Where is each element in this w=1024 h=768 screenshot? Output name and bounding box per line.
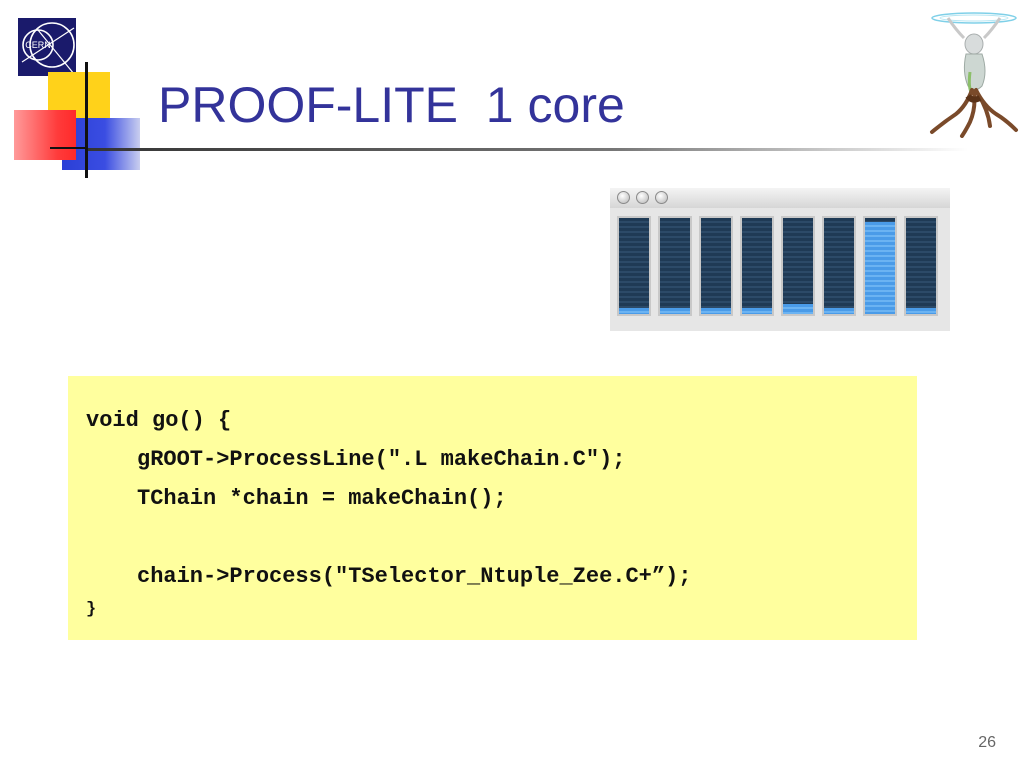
core-meter-fill [783, 304, 813, 314]
core-meter-track [619, 218, 649, 314]
core-meter-track [742, 218, 772, 314]
code-line: } [86, 600, 97, 619]
cern-logo-text: CERN [25, 40, 51, 50]
decorative-horizontal-line [50, 147, 86, 149]
core-monitor-window [610, 188, 950, 331]
title-underline [88, 148, 968, 151]
core-meter-track [701, 218, 731, 314]
core-meter-fill [619, 308, 649, 314]
code-line: void go() { [86, 408, 232, 433]
core-meter [617, 216, 651, 316]
core-meter-fill [701, 308, 731, 314]
decorative-vertical-line [85, 62, 88, 178]
page-number: 26 [978, 734, 996, 751]
core-meter-track [906, 218, 936, 314]
core-meter-track [783, 218, 813, 314]
core-meter-track [660, 218, 690, 314]
core-meter-fill [865, 221, 895, 314]
code-line: chain->Process("TSelector_Ntuple_Zee.C+”… [137, 564, 692, 589]
window-minimize-icon[interactable] [636, 191, 649, 204]
core-meters [617, 216, 943, 316]
window-titlebar [610, 188, 950, 208]
core-meter [781, 216, 815, 316]
core-meter-track [865, 218, 895, 314]
core-meter [863, 216, 897, 316]
core-meter-fill [660, 308, 690, 314]
proof-mascot-icon [930, 12, 1018, 138]
core-meter [658, 216, 692, 316]
code-line: TChain *chain = makeChain(); [137, 486, 507, 511]
window-close-icon[interactable] [617, 191, 630, 204]
core-meter [822, 216, 856, 316]
core-meter-fill [742, 308, 772, 314]
window-zoom-icon[interactable] [655, 191, 668, 204]
core-meter [699, 216, 733, 316]
cern-logo: CERN [18, 18, 76, 76]
cern-logo-rings [21, 22, 75, 75]
decorative-red-square [14, 110, 76, 160]
code-line: gROOT->ProcessLine(".L makeChain.C"); [137, 447, 626, 472]
code-box: void go() { gROOT->ProcessLine(".L makeC… [68, 376, 917, 640]
core-meter-track [824, 218, 854, 314]
slide-title: PROOF-LITE 1 core [158, 77, 625, 133]
core-meter-fill [824, 308, 854, 314]
core-meter [904, 216, 938, 316]
core-meter [740, 216, 774, 316]
core-meter-fill [906, 308, 936, 314]
